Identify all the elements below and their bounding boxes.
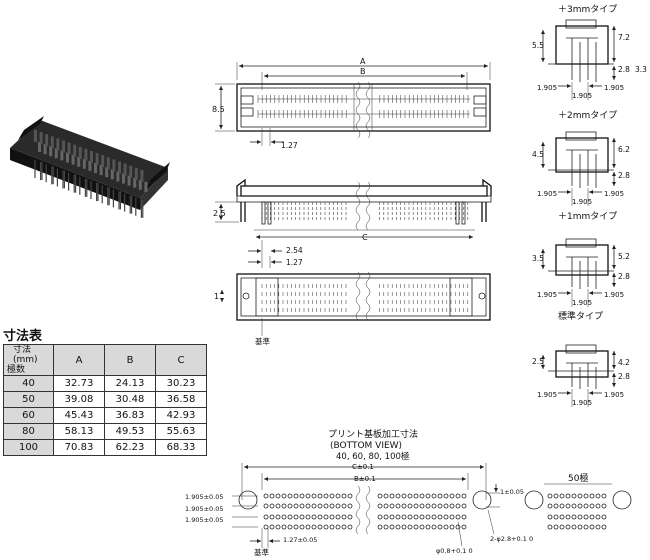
pcb-pitch-label: 1.27±0.05 <box>283 536 317 544</box>
side-left-dim: 4.5 <box>532 150 544 159</box>
side-view-2: ＋2mmタイプ 4.5 6.2 2.8 1.905 1.905 1.905 <box>532 110 630 206</box>
header-unit-label: 寸法(mm) <box>13 345 38 365</box>
dim-c-label: C <box>362 233 368 242</box>
side-right-dim-1: 4.2 <box>618 358 630 367</box>
dim-2-54-label: 2.54 <box>286 246 303 255</box>
side-view-title: ＋2mmタイプ <box>558 110 617 121</box>
side-view-title: ＋1mmタイプ <box>558 211 617 222</box>
header-pins-label: 極数 <box>7 365 26 375</box>
table-cell-c: 68.33 <box>155 439 207 456</box>
side-bottom-dim-1: 1.905 <box>537 84 557 92</box>
side-right-dim-3: 3.3 <box>635 65 647 74</box>
pcb-dim-b-label: B±0.1 <box>354 475 376 483</box>
datum-label: 基準 <box>255 336 270 346</box>
pcb-big-hole-label: 2-φ2.8+0.1 0 <box>490 535 533 543</box>
table-cell-pins: 100 <box>3 439 54 456</box>
dim-2-5-label: 2.5 <box>213 209 226 218</box>
side-right-dim-2: 2.8 <box>618 272 630 281</box>
side-bottom-dim-3: 1.905 <box>604 84 624 92</box>
bottom-view: 1 基準 <box>214 271 491 346</box>
side-right-dim-1: 6.2 <box>618 145 630 154</box>
side-right-dim-1: 7.2 <box>618 33 630 42</box>
side-bottom-dim-3: 1.905 <box>604 190 624 198</box>
side-view-3: ＋1mmタイプ 3.5 5.2 2.8 1.905 1.905 1.905 <box>532 211 630 307</box>
side-bottom-dim-2: 1.905 <box>572 92 592 100</box>
side-bottom-dim-2: 1.905 <box>572 198 592 206</box>
top-view: A B 8.5 1.27 <box>212 57 491 150</box>
pcb-title: プリント基板加工寸法 <box>328 428 418 440</box>
table-cell-pins: 80 <box>3 423 54 440</box>
side-bottom-dim-2: 1.905 <box>572 299 592 307</box>
pcb-row2-label: 1.905±0.05 <box>185 505 224 513</box>
table-cell-pins: 60 <box>3 407 54 424</box>
pcb-small-hole-label: φ0.8+0.1 0 <box>436 547 473 555</box>
dim-1-27-bottom-label: 1.27 <box>286 258 303 267</box>
side-view-title: ＋3mmタイプ <box>558 4 617 15</box>
table-cell-pins: 40 <box>3 375 54 392</box>
pcb-subtitle: (BOTTOM VIEW) <box>330 441 402 451</box>
side-left-dim: 5.5 <box>532 41 544 50</box>
side-bottom-dim-2: 1.905 <box>572 399 592 407</box>
dim-1-label: 1 <box>214 292 219 301</box>
side-left-dim: 2.5 <box>532 357 544 366</box>
side-right-dim-2: 2.8 <box>618 65 630 74</box>
pcb-variants-label: 40, 60, 80, 100極 <box>336 451 410 462</box>
side-right-dim-1: 5.2 <box>618 252 630 261</box>
pcb-50-label: 50極 <box>568 472 588 484</box>
pcb-row3-label: 1.905±0.05 <box>185 516 224 524</box>
pcb-dim-c-label: C±0.1 <box>352 463 374 471</box>
side-bottom-dim-1: 1.905 <box>537 291 557 299</box>
table-col-b: B <box>104 344 156 376</box>
side-left-dim: 3.5 <box>532 254 544 263</box>
connector-3d-illustration <box>10 116 170 218</box>
table-title: 寸法表 <box>3 329 43 344</box>
side-right-dim-2: 2.8 <box>618 372 630 381</box>
pcb-dim-1-label: 1±0.05 <box>500 488 524 496</box>
pcb-datum-label: 基準 <box>254 547 269 557</box>
side-right-dim-2: 2.8 <box>618 171 630 180</box>
side-view-title: 標準タイプ <box>558 310 603 322</box>
table-cell-b: 62.23 <box>104 439 156 456</box>
pcb-row1-label: 1.905±0.05 <box>185 493 224 501</box>
side-bottom-dim-1: 1.905 <box>537 391 557 399</box>
side-view-1: ＋3mmタイプ 5.5 7.2 2.8 3.3 1.905 1.905 1.905 <box>532 4 647 100</box>
table-cell-a: 70.83 <box>53 439 105 456</box>
table-col-c: C <box>155 344 207 376</box>
pcb-pattern: プリント基板加工寸法 (BOTTOM VIEW) 40, 60, 80, 100… <box>185 428 632 557</box>
side-view-4: 標準タイプ 2.5 4.2 2.8 1.905 1.905 1.905 <box>532 310 630 407</box>
dim-a-label: A <box>360 57 366 66</box>
front-view: 2.5 C 2.54 1.27 <box>213 178 492 268</box>
dim-b-label: B <box>360 67 366 76</box>
side-bottom-dim-3: 1.905 <box>604 291 624 299</box>
side-bottom-dim-1: 1.905 <box>537 190 557 198</box>
dim-1-27-top-label: 1.27 <box>281 141 298 150</box>
dim-8-5-label: 8.5 <box>212 105 225 114</box>
side-bottom-dim-3: 1.905 <box>604 391 624 399</box>
